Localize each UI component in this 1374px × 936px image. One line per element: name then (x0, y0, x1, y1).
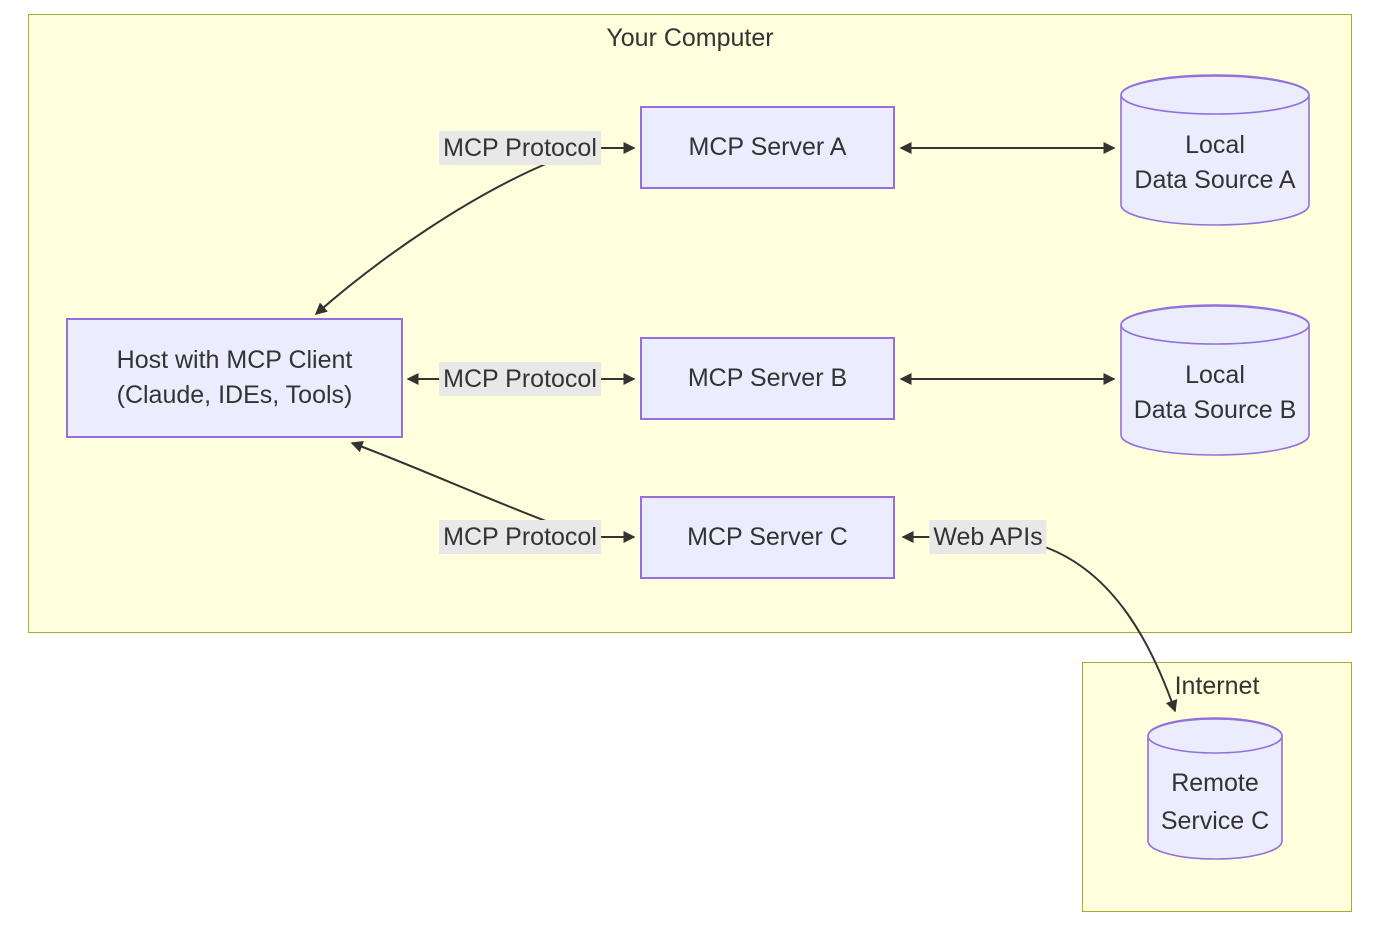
node-mcp-server-a: MCP Server A (640, 106, 895, 189)
edge-label-mcp-protocol-b: MCP Protocol (439, 362, 601, 396)
node-local-data-source-a-line2: Data Source A (1134, 166, 1296, 194)
node-mcp-server-c: MCP Server C (640, 496, 895, 579)
node-local-data-source-b-line2: Data Source B (1133, 396, 1297, 424)
node-mcp-server-b-label: MCP Server B (687, 364, 848, 392)
node-local-data-source-a-line1: Local (1185, 131, 1245, 159)
node-local-data-source-b-line1: Local (1185, 361, 1245, 389)
cluster-title-internet: Internet (1174, 672, 1260, 700)
node-mcp-server-c-label: MCP Server C (687, 523, 848, 551)
node-host-label-line1: Host with MCP Client (116, 346, 353, 374)
node-remote-service-c-line2: Service C (1160, 807, 1270, 835)
cluster-title-your-computer: Your Computer (606, 24, 774, 52)
database-cylinder-icon (1120, 74, 1310, 226)
edge-label-mcp-protocol-c: MCP Protocol (439, 520, 601, 554)
node-host-with-mcp-client: Host with MCP Client (Claude, IDEs, Tool… (66, 318, 403, 438)
node-remote-service-c: Remote Service C (1147, 717, 1283, 860)
node-host-label-line2: (Claude, IDEs, Tools) (116, 381, 353, 409)
node-local-data-source-a: Local Data Source A (1120, 74, 1310, 226)
database-cylinder-icon (1147, 717, 1283, 860)
edge-label-web-apis: Web APIs (929, 520, 1047, 554)
node-mcp-server-b: MCP Server B (640, 337, 895, 420)
node-local-data-source-b: Local Data Source B (1120, 304, 1310, 456)
node-remote-service-c-line1: Remote (1171, 769, 1259, 797)
node-mcp-server-a-label: MCP Server A (688, 133, 847, 161)
edge-label-mcp-protocol-a: MCP Protocol (439, 131, 601, 165)
database-cylinder-icon (1120, 304, 1310, 456)
